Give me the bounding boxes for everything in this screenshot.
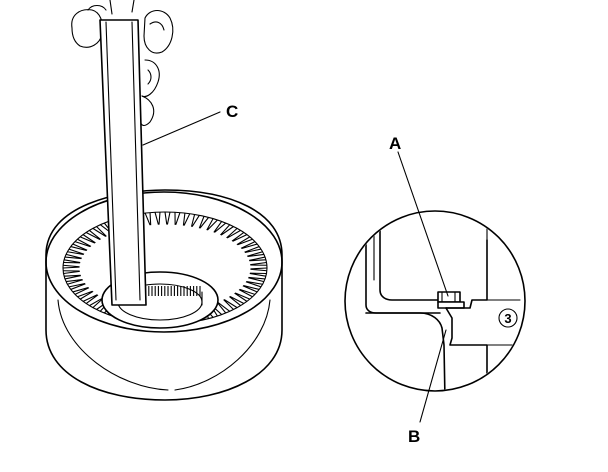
gear-tooth xyxy=(248,256,266,262)
gear-tooth xyxy=(182,213,191,226)
gear-tooth xyxy=(77,290,94,300)
gear-tooth xyxy=(82,294,99,304)
gear-tooth xyxy=(174,212,181,225)
gear-tooth xyxy=(164,211,171,225)
gear-tooth xyxy=(206,218,218,231)
gear-tooth xyxy=(74,238,92,248)
gear-tooth xyxy=(248,276,266,283)
circled-number: 3 xyxy=(504,311,511,326)
gear-tooth xyxy=(62,264,80,269)
gear-tooth xyxy=(144,212,152,226)
gear-tooth xyxy=(244,246,262,253)
detail-circle xyxy=(344,210,526,392)
gear-tooth xyxy=(64,253,82,260)
gear-tooth xyxy=(223,299,238,310)
gear-tooth xyxy=(198,216,210,229)
gear-tooth xyxy=(240,241,258,250)
gear-tooth xyxy=(65,278,84,285)
callout-b: B xyxy=(408,427,420,446)
gear-tooth xyxy=(72,286,90,295)
detail-view: 3 xyxy=(344,210,526,392)
gear-tooth xyxy=(238,288,256,298)
leader-c xyxy=(142,111,221,146)
gear-tooth xyxy=(245,281,263,288)
gear-tooth xyxy=(67,248,85,255)
gear-tooth xyxy=(79,234,96,244)
ring-gear-top-rim xyxy=(45,191,283,333)
gear-tooth xyxy=(85,229,102,241)
gear-tooth xyxy=(249,272,267,277)
circled-number-badge xyxy=(498,308,518,328)
gear-tooth xyxy=(68,283,86,290)
gear-tooth xyxy=(154,212,161,225)
gear-tooth xyxy=(226,227,241,239)
gear-tooth xyxy=(246,251,265,258)
gear-tooth xyxy=(234,292,251,302)
gear-tooth xyxy=(242,285,260,293)
gear-tooth xyxy=(70,243,88,251)
gear-tooth xyxy=(63,270,80,275)
gear-tooth xyxy=(190,214,200,227)
snap-ring xyxy=(437,291,461,303)
ring-gear-assembly xyxy=(45,189,283,401)
gear-tooth xyxy=(63,259,81,264)
tool-c xyxy=(99,19,147,306)
gear-tooth xyxy=(219,224,234,236)
leader-b xyxy=(419,329,447,423)
callout-c: C xyxy=(226,102,238,121)
leader-a xyxy=(397,151,449,297)
gear-tooth xyxy=(231,232,248,242)
gear-tooth xyxy=(64,274,82,280)
gear-tooth xyxy=(236,236,253,246)
callout-a: A xyxy=(389,134,401,153)
gear-tooth xyxy=(228,295,245,307)
gear-tooth xyxy=(250,261,267,266)
gear-tooth xyxy=(250,267,268,272)
gear-tooth xyxy=(213,221,227,233)
gear-tooth xyxy=(92,226,107,237)
